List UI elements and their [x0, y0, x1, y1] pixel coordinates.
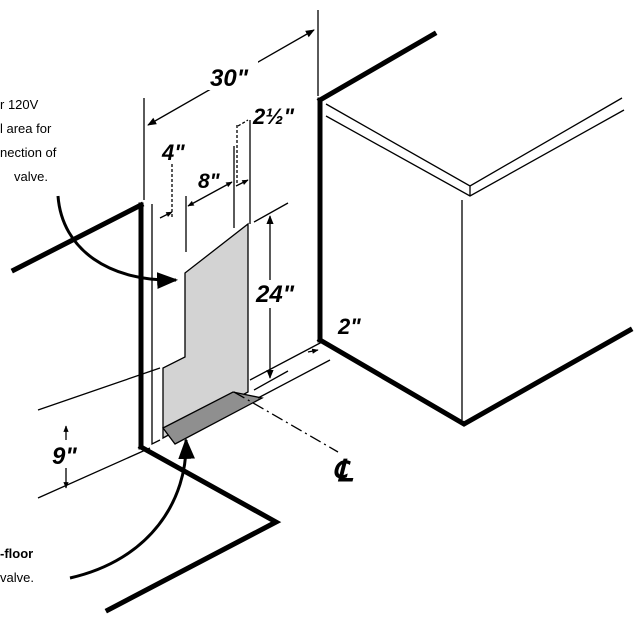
dim-9-extension-bottom	[37, 447, 151, 499]
floor-area-callout-arrow	[69, 437, 196, 580]
dim-24-extension-bottom	[253, 370, 289, 391]
dim-30-label: 30"	[210, 65, 249, 92]
dim-2-line-back	[249, 341, 323, 381]
centerline-symbol: ℄	[333, 455, 354, 488]
top-callout-line-3: nection of	[0, 145, 57, 160]
dim-8-line	[187, 181, 233, 207]
dim-4-line	[159, 211, 173, 219]
dim-24-label: 24"	[255, 281, 295, 308]
floor-edge	[104, 443, 282, 614]
right-cabinet-top-edge	[316, 30, 438, 104]
dim-8-label: 8"	[198, 170, 221, 193]
bottom-callout-line-2: valve.	[0, 570, 34, 585]
left-wall-top-edge	[10, 201, 145, 274]
inner-wall-corner	[151, 204, 161, 446]
dim-2half-arrow	[235, 179, 249, 187]
dim-2-label: 2"	[337, 314, 361, 339]
dim-2-arrow	[307, 348, 319, 354]
dim-2-line-front	[257, 359, 331, 399]
top-callout-line-2: l area for	[0, 121, 52, 136]
floor-access-area	[162, 391, 264, 445]
dim-24-extension-top	[253, 202, 289, 223]
dim-9-extension-top	[37, 367, 161, 411]
wall-area-callout-arrow	[56, 195, 179, 289]
bottom-callout-line-1: -floor	[0, 546, 33, 561]
wall-access-area	[162, 222, 249, 440]
right-cabinet-base	[316, 326, 634, 427]
dim-4-label: 4"	[161, 140, 185, 165]
countertop	[325, 97, 625, 197]
dim-2half-label: 2½"	[252, 104, 295, 129]
dim-2half-leader	[237, 119, 249, 127]
top-callout-line-4: valve.	[14, 169, 48, 184]
dim-9-label: 9"	[52, 443, 77, 470]
top-callout-line-1: r 120V	[0, 97, 39, 112]
centerline	[233, 391, 339, 453]
